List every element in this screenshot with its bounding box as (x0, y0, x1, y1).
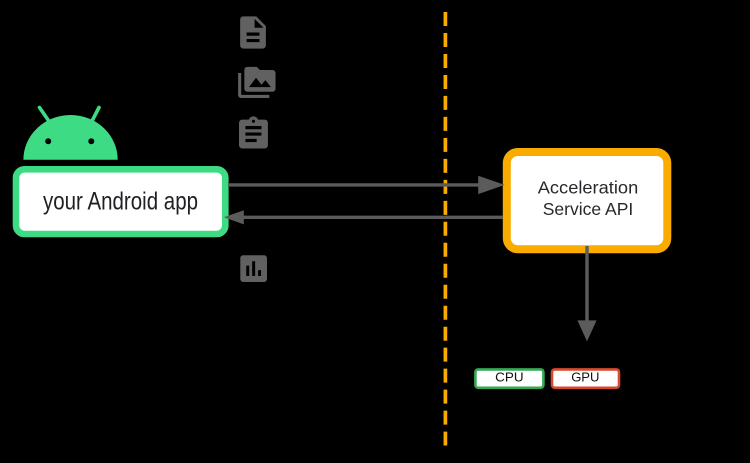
svg-text:CPU: CPU (495, 370, 523, 385)
svg-text:Acceleration: Acceleration (538, 178, 639, 198)
svg-text:GPU: GPU (571, 370, 599, 385)
svg-text:your Android app: your Android app (43, 187, 198, 215)
svg-text:Service API: Service API (543, 199, 634, 219)
